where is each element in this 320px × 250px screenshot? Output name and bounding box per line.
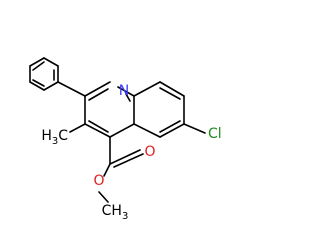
ester-methyl-ch: CH (102, 203, 122, 219)
bond-line (103, 163, 111, 177)
bond-line (183, 123, 206, 134)
ester-oxygen-label: O (93, 173, 104, 189)
ring-methyl-c: C (58, 128, 68, 144)
ester-methyl-label: CH3 (102, 203, 129, 222)
bond-line (109, 149, 141, 165)
bond-line (32, 79, 45, 87)
carbonyl-oxygen-label: O (144, 144, 155, 160)
bond-line (159, 87, 181, 100)
bond-line (117, 86, 135, 97)
nitrogen-atom-label: N (119, 83, 129, 99)
bond-line (113, 153, 144, 168)
ring-methyl-h: H (41, 128, 52, 144)
bond-line (32, 61, 45, 71)
bond-line (125, 93, 131, 102)
bond-line (88, 120, 109, 133)
bond-line (159, 81, 185, 97)
bond-line (29, 81, 45, 91)
bond-line (159, 123, 185, 138)
bond-line (57, 81, 86, 97)
ring-methyl-subscript: 3 (52, 136, 58, 147)
ester-methyl-subscript: 3 (122, 211, 128, 222)
bond-line (84, 81, 111, 97)
molecule-structure: N Cl O O H3C CH3 (29, 57, 222, 222)
bond-line (98, 191, 109, 203)
bond-line (159, 120, 181, 133)
bond-line (43, 57, 59, 67)
bond-line (29, 57, 45, 67)
bond-line (84, 123, 111, 138)
bond-line (133, 81, 161, 97)
bonds (29, 57, 206, 203)
bond-line (133, 123, 161, 138)
bond-line (43, 81, 59, 91)
bond-line (109, 123, 135, 138)
chlorine-atom-label: Cl (208, 126, 222, 142)
bond-line (69, 123, 86, 133)
ring-methyl-label: H3C (41, 128, 68, 147)
bond-line (88, 88, 109, 101)
